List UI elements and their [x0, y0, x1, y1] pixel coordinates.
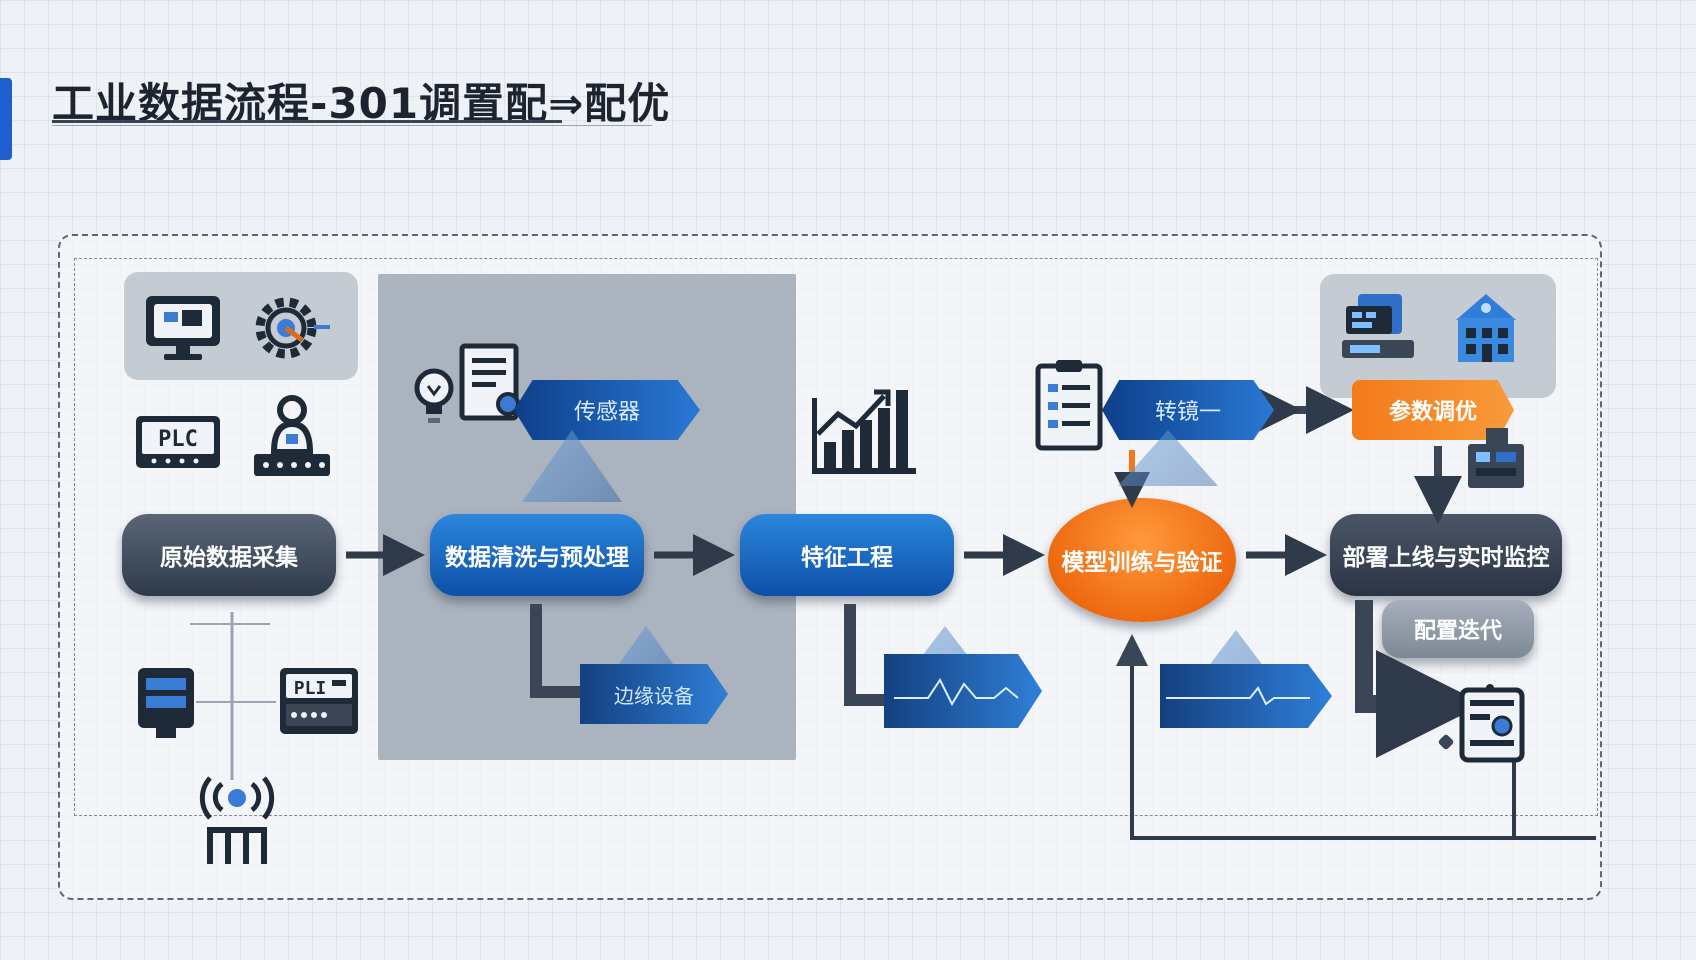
monitor-icon — [146, 296, 220, 360]
config-iteration-node[interactable]: 配置迭代 — [1382, 600, 1534, 658]
title-underline-thin — [52, 125, 652, 126]
plc-rack-icon: PLI — [280, 668, 358, 734]
panel-icon — [1468, 428, 1524, 488]
edge-device-tag: 边缘设备 — [580, 664, 728, 724]
transform-tag: 转镜一 — [1102, 380, 1274, 440]
bulb-icon — [414, 368, 454, 423]
feature-engineering-node[interactable]: 特征工程 — [740, 514, 954, 596]
chart-icon — [812, 389, 916, 474]
pli-label: PLI — [294, 678, 327, 699]
plc-label: PLC — [158, 427, 198, 452]
dashboard-icon — [1438, 684, 1525, 763]
diagram-inner-frame — [74, 258, 1598, 816]
deployment-monitoring-node[interactable]: 部署上线与实时监控 — [1330, 514, 1562, 596]
tuning-icon-group — [1320, 274, 1556, 398]
sensor-tag: 传感器 — [514, 380, 700, 440]
server-icon — [1342, 294, 1414, 358]
gear-icon — [255, 297, 330, 359]
document-icon — [459, 343, 520, 421]
terminal-icon — [138, 668, 194, 738]
clipboard-icon — [1035, 360, 1103, 451]
building-icon — [1456, 294, 1516, 362]
feature-signal-ribbon — [884, 654, 1042, 728]
operator-icon — [254, 395, 330, 476]
antenna-icon — [199, 776, 275, 864]
page-title: 工业数据流程-301调置配⇒配优 — [52, 79, 671, 128]
data-cleaning-node[interactable]: 数据清洗与预处理 — [430, 514, 644, 596]
plc-icon: PLC — [136, 416, 220, 468]
raw-data-collection-node[interactable]: 原始数据采集 — [122, 514, 336, 596]
title-underline — [52, 120, 562, 123]
model-signal-ribbon — [1160, 664, 1332, 728]
left-accent-bar — [0, 78, 12, 160]
model-training-node[interactable]: 模型训练与验证 — [1048, 498, 1236, 622]
